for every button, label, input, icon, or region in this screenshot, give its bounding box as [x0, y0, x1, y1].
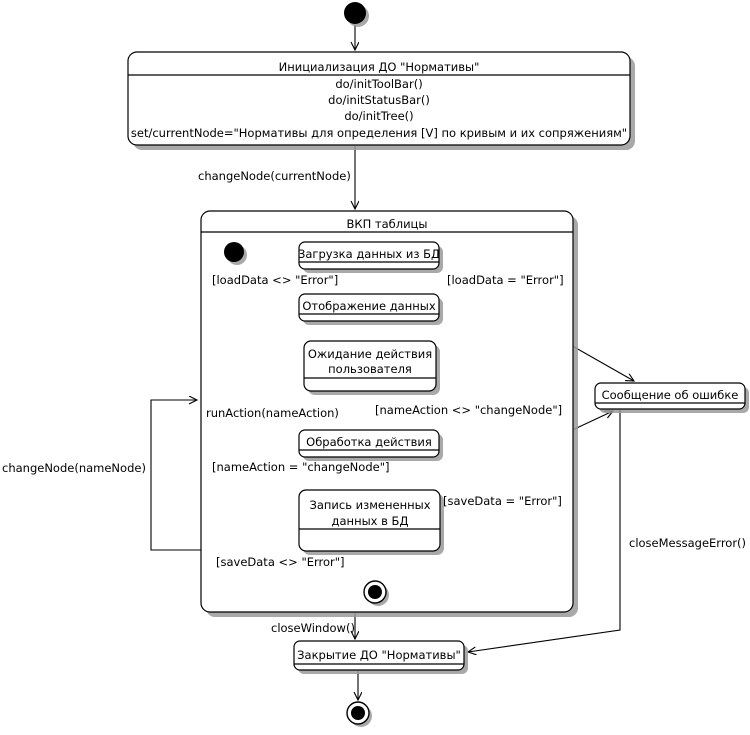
state-error-message[interactable]: Сообщение об ошибке — [594, 382, 749, 413]
label-nameaction-changenode: [nameAction = "changeNode"] — [212, 460, 389, 474]
state-close-document[interactable]: Закрытие ДО "Нормативы" — [293, 640, 468, 674]
label-savedata-error: [saveData = "Error"] — [443, 494, 562, 508]
label-closewindow: closeWindow() — [271, 621, 355, 635]
start-inner-dot — [224, 242, 244, 262]
state-initialization[interactable]: Инициализация ДО "Нормативы" do/initTool… — [127, 51, 635, 150]
init-action-3: set/currentNode="Нормативы для определен… — [131, 126, 627, 140]
show-title-label: Отображение данных — [302, 299, 436, 313]
start-top-dot — [344, 2, 366, 24]
error-title-label: Сообщение об ошибке — [602, 388, 739, 402]
final-bottom-dot — [351, 706, 365, 720]
edge-error-to-close — [468, 410, 621, 652]
start-node-inner[interactable] — [224, 242, 247, 265]
close-title-label: Закрытие ДО "Нормативы" — [297, 648, 461, 662]
save-title-label: Запись измененных — [309, 498, 430, 512]
label-loaddata-not-error: [loadData <> "Error"] — [212, 273, 338, 287]
save-body — [298, 489, 441, 552]
process-title-label: Обработка действия — [306, 435, 432, 449]
init-action-2: do/initTree() — [344, 109, 413, 123]
init-title-label: Инициализация ДО "Нормативы" — [279, 60, 480, 74]
state-show-data[interactable]: Отображение данных — [298, 293, 443, 325]
state-process-action[interactable]: Обработка действия — [298, 429, 443, 461]
composite-title-label: ВКП таблицы — [347, 217, 428, 231]
init-action-1: do/initStatusBar() — [328, 93, 430, 107]
label-changenode-currentnode: changeNode(currentNode) — [198, 169, 351, 183]
state-save-data[interactable]: Запись измененных данных в БД — [298, 489, 444, 555]
wait-title-label: Ожидание действия — [308, 347, 432, 361]
label-runaction: runAction(nameAction) — [206, 406, 339, 420]
state-wait-user-action[interactable]: Ожидание действия пользователя — [303, 340, 440, 395]
final-inner-dot — [368, 585, 382, 599]
label-closemessageerror: closeMessageError() — [629, 536, 746, 550]
label-nameaction-not-changenode: [nameAction <> "changeNode"] — [375, 403, 562, 417]
wait-title-label-2: пользователя — [328, 362, 412, 376]
label-changenode-namenode: changeNode(nameNode) — [2, 461, 146, 475]
close-body — [293, 640, 465, 671]
init-action-0: do/initToolBar() — [335, 77, 422, 91]
load-title-label: Загрузка данных из БД — [298, 247, 440, 261]
edge-composite-self-changenode — [150, 400, 201, 551]
state-load-data[interactable]: Загрузка данных из БД — [298, 241, 443, 273]
final-node-bottom[interactable] — [346, 701, 372, 727]
final-node-inner[interactable] — [363, 580, 389, 606]
transition-labels-layer: changeNode(currentNode) [loadData <> "Er… — [2, 169, 746, 635]
label-loaddata-error: [loadData = "Error"] — [447, 273, 564, 287]
save-title-label-2: данных в БД — [332, 514, 409, 528]
composite-body — [200, 210, 574, 613]
start-node-top[interactable] — [344, 2, 369, 27]
label-savedata-not-error: [saveData <> "Error"] — [216, 555, 345, 569]
